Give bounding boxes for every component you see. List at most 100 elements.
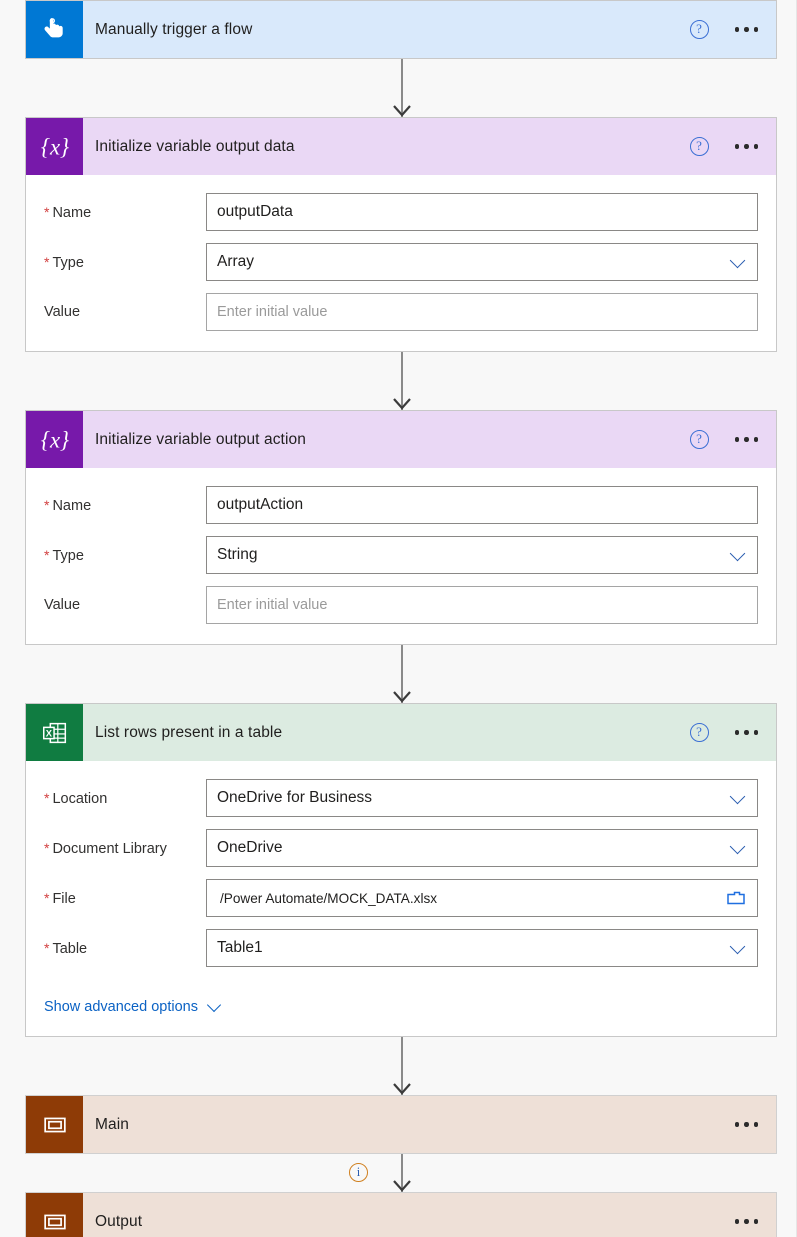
value-input[interactable]: Enter initial value [206, 586, 758, 624]
more-menu-icon[interactable] [731, 724, 763, 741]
field-file: *File /Power Automate/MOCK_DATA.xlsx [44, 879, 758, 917]
location-select[interactable]: OneDrive for Business [206, 779, 758, 817]
arrowhead-icon [393, 105, 411, 117]
flow-node-scope-main[interactable]: Main [25, 1095, 777, 1154]
show-advanced-options-link[interactable]: Show advanced options [44, 997, 222, 1015]
required-asterisk: * [44, 254, 50, 270]
file-picker-input[interactable]: /Power Automate/MOCK_DATA.xlsx [206, 879, 758, 917]
variable-braces-icon: {x} [26, 118, 83, 175]
flow-node-init-output-action[interactable]: {x} Initialize variable output action ? … [25, 410, 777, 645]
info-icon[interactable]: i [349, 1163, 368, 1182]
field-name: *Name outputData [44, 193, 758, 231]
field-value-row: Value Enter initial value [44, 586, 758, 624]
node-header[interactable]: Manually trigger a flow ? [26, 1, 776, 58]
more-menu-icon[interactable] [731, 431, 763, 448]
field-label: *Table [44, 940, 88, 957]
variable-braces-icon: {x} [26, 411, 83, 468]
help-icon[interactable]: ? [689, 723, 709, 742]
chevron-down-icon[interactable] [729, 788, 746, 805]
help-icon[interactable]: ? [689, 430, 709, 449]
node-form: *Name outputAction *Type String Value [26, 468, 776, 644]
field-label: *Type [44, 254, 84, 271]
chevron-down-icon[interactable] [729, 938, 746, 955]
node-header[interactable]: {x} Initialize variable output data ? [26, 118, 776, 175]
node-header-actions: ? [689, 704, 763, 761]
node-title: Initialize variable output data [95, 137, 295, 155]
node-header[interactable]: {x} Initialize variable output action ? [26, 411, 776, 468]
svg-text:{x}: {x} [40, 134, 68, 159]
field-label: *Document Library [44, 840, 167, 857]
field-value: /Power Automate/MOCK_DATA.xlsx [220, 890, 438, 906]
field-value: Table1 [217, 939, 263, 956]
node-title: Main [95, 1115, 129, 1133]
connector-arrow [25, 59, 777, 117]
table-select[interactable]: Table1 [206, 929, 758, 967]
required-asterisk: * [44, 790, 50, 806]
connector-arrow [25, 645, 777, 703]
required-asterisk: * [44, 940, 50, 956]
field-value: OneDrive for Business [217, 789, 373, 806]
field-value: Array [217, 253, 255, 270]
node-header[interactable]: Main [26, 1096, 776, 1153]
node-header-actions [731, 1096, 763, 1153]
required-asterisk: * [44, 204, 50, 220]
flow-node-scope-output[interactable]: Output [25, 1192, 777, 1237]
name-input[interactable]: outputAction [206, 486, 758, 524]
node-title: Output [95, 1212, 143, 1230]
node-header-actions [731, 1193, 763, 1237]
chevron-down-icon [206, 997, 222, 1012]
field-placeholder: Enter initial value [217, 304, 328, 320]
excel-table-icon: X [26, 704, 83, 761]
flow-node-list-rows[interactable]: X List rows present in a table ? *Locati… [25, 703, 777, 1037]
field-type: *Type String [44, 536, 758, 574]
connector-line [401, 352, 403, 410]
more-menu-icon[interactable] [731, 1213, 763, 1230]
more-menu-icon[interactable] [731, 21, 763, 38]
chevron-down-icon[interactable] [729, 545, 746, 562]
field-value: String [217, 546, 258, 563]
node-header[interactable]: Output [26, 1193, 776, 1237]
node-header[interactable]: X List rows present in a table ? [26, 704, 776, 761]
help-icon[interactable]: ? [689, 20, 709, 39]
scope-rectangle-icon [26, 1096, 83, 1153]
required-asterisk: * [44, 547, 50, 563]
field-location: *Location OneDrive for Business [44, 779, 758, 817]
flow-sequence: Manually trigger a flow ? {x} [25, 0, 777, 1237]
more-menu-icon[interactable] [731, 1116, 763, 1133]
field-value: outputData [217, 203, 293, 220]
node-header-actions: ? [689, 1, 763, 58]
field-document-library: *Document Library OneDrive [44, 829, 758, 867]
help-icon[interactable]: ? [689, 137, 709, 156]
type-select[interactable]: Array [206, 243, 758, 281]
document-library-select[interactable]: OneDrive [206, 829, 758, 867]
arrowhead-icon [393, 398, 411, 410]
flow-node-init-output-data[interactable]: {x} Initialize variable output data ? *N… [25, 117, 777, 352]
chevron-down-icon[interactable] [729, 838, 746, 855]
name-input[interactable]: outputData [206, 193, 758, 231]
folder-icon[interactable] [727, 890, 745, 905]
scope-rectangle-icon [26, 1193, 83, 1237]
value-input[interactable]: Enter initial value [206, 293, 758, 331]
node-title: Initialize variable output action [95, 430, 306, 448]
svg-text:{x}: {x} [40, 427, 68, 452]
connector-arrow [25, 352, 777, 410]
field-value: OneDrive [217, 839, 283, 856]
connector-arrow-with-info: i [25, 1154, 777, 1192]
field-label: *Location [44, 790, 108, 807]
node-header-actions: ? [689, 411, 763, 468]
required-asterisk: * [44, 890, 50, 906]
node-header-actions: ? [689, 118, 763, 175]
connector-arrow [25, 1037, 777, 1095]
node-title: List rows present in a table [95, 723, 283, 741]
type-select[interactable]: String [206, 536, 758, 574]
flow-node-trigger[interactable]: Manually trigger a flow ? [25, 0, 777, 59]
chevron-down-icon[interactable] [729, 252, 746, 269]
field-value-row: Value Enter initial value [44, 293, 758, 331]
more-menu-icon[interactable] [731, 138, 763, 155]
field-name: *Name outputAction [44, 486, 758, 524]
arrowhead-icon [393, 1083, 411, 1095]
field-label: Value [44, 304, 81, 320]
connector-line [401, 1154, 403, 1192]
connector-line [401, 1037, 403, 1095]
node-title: Manually trigger a flow [95, 20, 253, 38]
